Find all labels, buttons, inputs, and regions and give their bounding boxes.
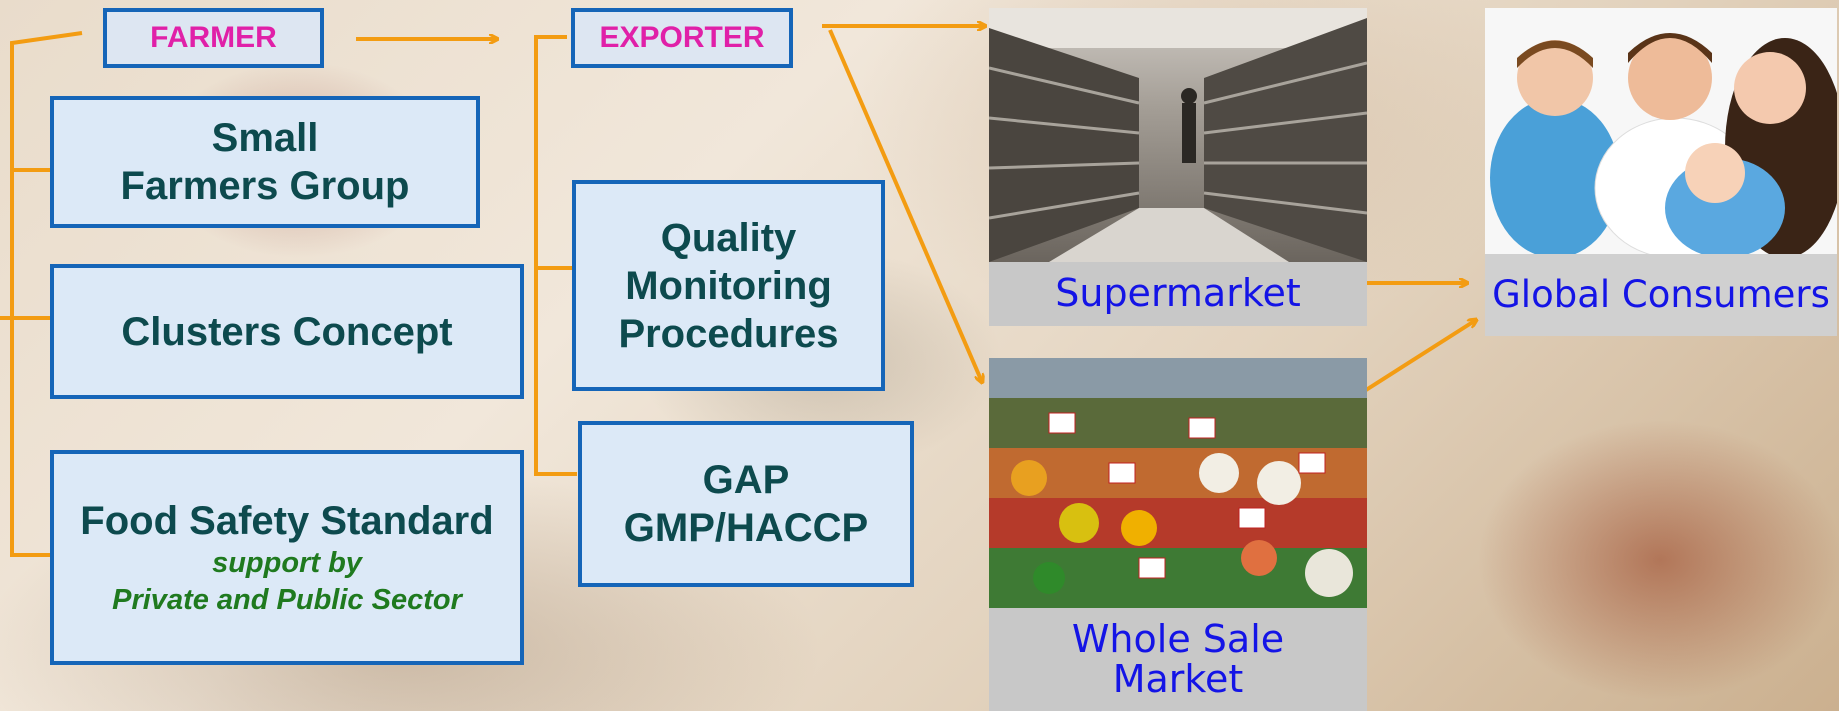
- gap-line2: GMP/HACCP: [623, 506, 869, 550]
- supermarket-caption: Supermarket: [989, 262, 1367, 326]
- wholesale-line1: Whole Sale: [1071, 616, 1285, 661]
- wholesale-caption: Whole Sale Market: [989, 608, 1367, 711]
- quality-line3: Procedures: [618, 311, 839, 356]
- farmer-bracket: [10, 31, 83, 557]
- small-farmers-line1: Small: [211, 116, 319, 160]
- supermarket-photo: [989, 8, 1367, 262]
- food-safety-title: Food Safety Standard: [80, 499, 494, 544]
- farmer-header: FARMER: [103, 8, 324, 68]
- quality-line1: Quality: [660, 215, 797, 260]
- wholesale-market-photo: [989, 358, 1367, 608]
- gap-gmp-haccp-box: GAP GMP/HACCP: [578, 421, 914, 587]
- family-illustration: [1490, 33, 1837, 254]
- food-safety-sub2: Private and Public Sector: [112, 583, 462, 616]
- clusters-concept-box: Clusters Concept: [50, 264, 524, 399]
- family-photo: [1485, 8, 1837, 254]
- supermarket-label: Supermarket: [1055, 271, 1301, 316]
- food-safety-standard-box: Food Safety Standard support by Private …: [50, 450, 524, 665]
- gap-line1: GAP: [702, 458, 790, 502]
- small-farmers-line2: Farmers Group: [120, 164, 410, 208]
- small-farmers-group-box: Small Farmers Group: [50, 96, 480, 228]
- global-consumers-label: Global Consumers: [1492, 272, 1830, 316]
- global-consumers-caption: Global Consumers: [1485, 254, 1837, 336]
- clusters-concept-label: Clusters Concept: [121, 309, 453, 354]
- wholesale-line2: Market: [1112, 656, 1244, 701]
- exporter-header: EXPORTER: [571, 8, 793, 68]
- arrow-wholesale-consumers: [1364, 320, 1476, 392]
- farmer-header-label: FARMER: [150, 21, 277, 54]
- quality-monitoring-box: Quality Monitoring Procedures: [572, 180, 885, 391]
- supermarket-aisle-illustration: [989, 8, 1367, 262]
- produce-stall-illustration: [989, 358, 1367, 608]
- quality-line2: Monitoring: [625, 263, 832, 308]
- exporter-header-label: EXPORTER: [599, 21, 765, 54]
- arrow-exporter-wholesale: [828, 29, 982, 382]
- exporter-bracket: [534, 35, 577, 476]
- food-safety-sub1: support by: [212, 547, 362, 580]
